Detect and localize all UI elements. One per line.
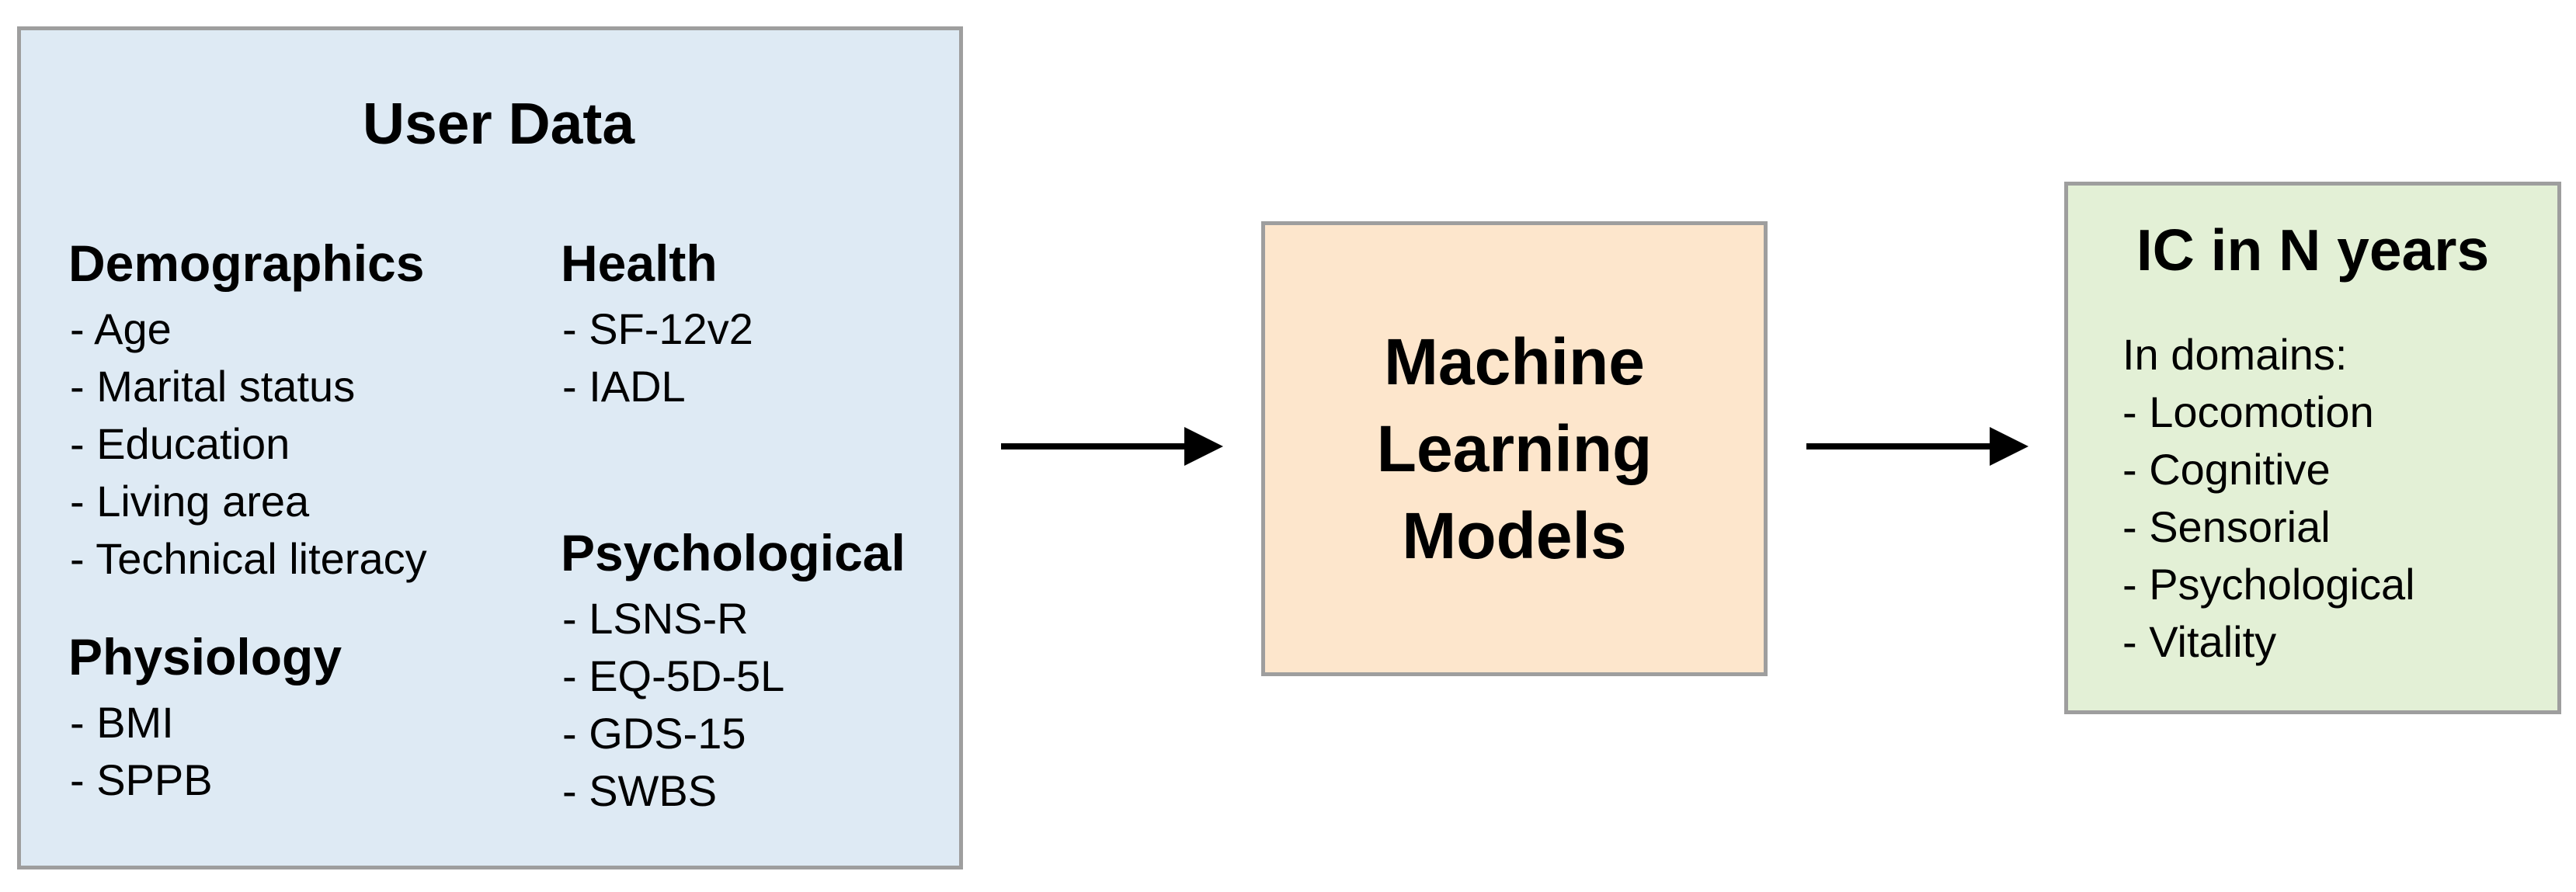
user-data-title: User Data xyxy=(362,91,635,156)
psychological-title: Psychological xyxy=(561,524,906,581)
health-title: Health xyxy=(561,234,718,292)
health-list: - SF-12v2 - IADL xyxy=(562,300,753,415)
model-label-line: Learning xyxy=(1376,412,1653,485)
list-item: - IADL xyxy=(562,362,686,411)
list-item: - GDS-15 xyxy=(562,709,746,758)
model-label: Machine Learning Models xyxy=(1377,318,1653,579)
list-item: - Locomotion xyxy=(2122,387,2374,436)
right-arrow-icon xyxy=(1806,427,2028,466)
list-item: - Technical literacy xyxy=(70,534,427,583)
machine-learning-models-box: Machine Learning Models xyxy=(1261,221,1768,676)
domains-subtitle: In domains: xyxy=(2122,330,2348,379)
user-data-box xyxy=(17,26,963,869)
list-item: - Age xyxy=(70,304,172,353)
physiology-list: - BMI - SPPB xyxy=(70,694,213,809)
list-item: - Vitality xyxy=(2122,617,2277,666)
list-item: - SWBS xyxy=(562,766,718,815)
ic-title: IC in N years xyxy=(2136,217,2490,283)
domains-list: - Locomotion - Cognitive - Sensorial - P… xyxy=(2122,384,2415,671)
demographics-title: Demographics xyxy=(68,234,425,292)
list-item: - BMI xyxy=(70,698,174,747)
psychological-list: - LSNS-R - EQ-5D-5L - GDS-15 - SWBS xyxy=(562,590,784,820)
list-item: - Marital status xyxy=(70,362,356,411)
list-item: - EQ-5D-5L xyxy=(562,651,785,700)
list-item: - Living area xyxy=(70,477,310,526)
model-label-line: Machine xyxy=(1383,325,1646,398)
list-item: - Sensorial xyxy=(2122,502,2331,551)
list-item: - Psychological xyxy=(2122,560,2415,609)
demographics-list: - Age - Marital status - Education - Liv… xyxy=(70,300,427,588)
list-item: - SF-12v2 xyxy=(562,304,753,353)
list-item: - Cognitive xyxy=(2122,445,2331,494)
physiology-title: Physiology xyxy=(68,628,342,685)
list-item: - LSNS-R xyxy=(562,594,749,643)
right-arrow-icon xyxy=(1001,427,1223,466)
ic-output-box xyxy=(2064,182,2561,714)
model-label-line: Models xyxy=(1402,499,1627,572)
list-item: - SPPB xyxy=(70,755,213,804)
list-item: - Education xyxy=(70,419,290,468)
